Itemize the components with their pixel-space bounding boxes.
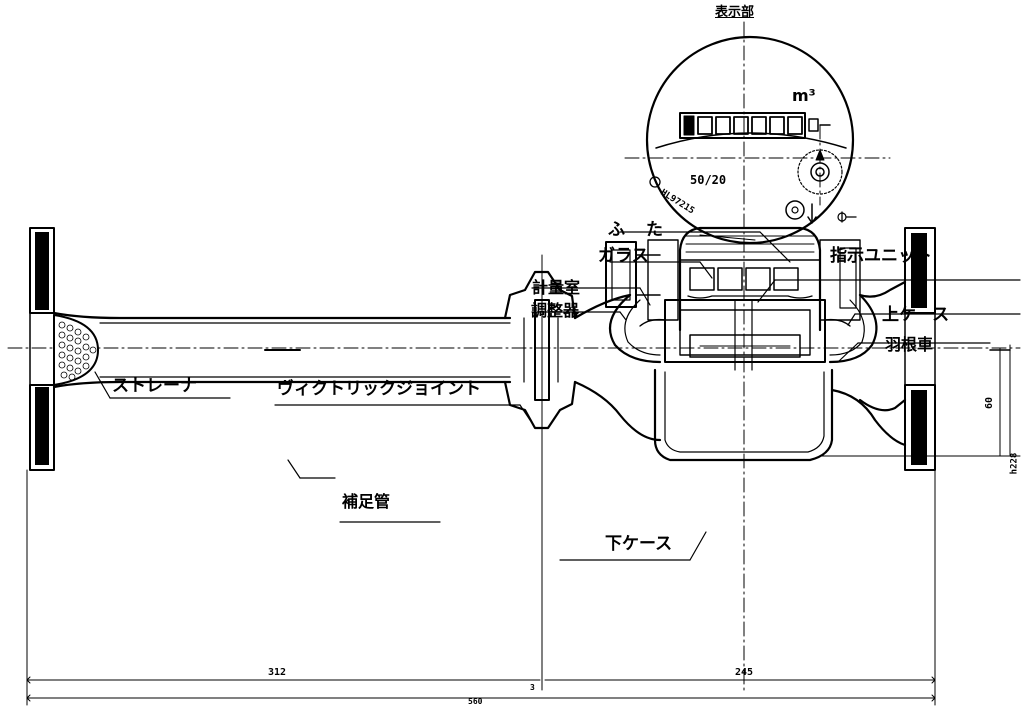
right-flange bbox=[830, 227, 1011, 471]
dimension-lines bbox=[26, 347, 1021, 706]
dim-offset: 60 bbox=[984, 396, 996, 410]
label-regulator: 調整器 bbox=[531, 301, 580, 320]
display-section-title: 表示部 bbox=[715, 5, 755, 20]
dim-height: h228 bbox=[1009, 452, 1020, 475]
label-glass: ガラス bbox=[598, 246, 649, 266]
meter-body bbox=[608, 293, 878, 462]
label-indicator-unit: 指示ユニット bbox=[830, 246, 932, 266]
label-lower-case: 下ケース bbox=[605, 534, 673, 554]
strainer bbox=[53, 314, 99, 386]
label-supplementary-pipe: 補足管 bbox=[342, 492, 391, 511]
dial-face bbox=[645, 35, 855, 245]
label-upper-case: 上ケース bbox=[882, 305, 950, 325]
dim-right-span: 245 bbox=[735, 667, 754, 678]
left-flange bbox=[29, 227, 55, 471]
dim-total: 560 bbox=[468, 697, 483, 706]
outlet-pipe bbox=[573, 293, 662, 442]
leader-lines bbox=[94, 231, 1021, 561]
meter-top bbox=[605, 211, 861, 332]
dial-size: 50/20 bbox=[690, 173, 727, 187]
dim-gap: 3 bbox=[530, 683, 535, 692]
label-strainer: ストレーナ bbox=[112, 376, 197, 396]
label-victaulic-joint: ヴィクトリックジョイント bbox=[277, 379, 481, 399]
victaulic-joint bbox=[503, 254, 577, 691]
dim-left-span: 312 bbox=[268, 667, 287, 678]
supplementary-pipe bbox=[52, 311, 512, 389]
label-impeller: 羽根車 bbox=[885, 335, 934, 354]
centerlines bbox=[7, 21, 1021, 691]
dial-unit: m³ bbox=[792, 86, 816, 105]
label-measuring-chamber: 計量室 bbox=[532, 278, 581, 297]
label-futa: ふ た bbox=[608, 220, 665, 240]
